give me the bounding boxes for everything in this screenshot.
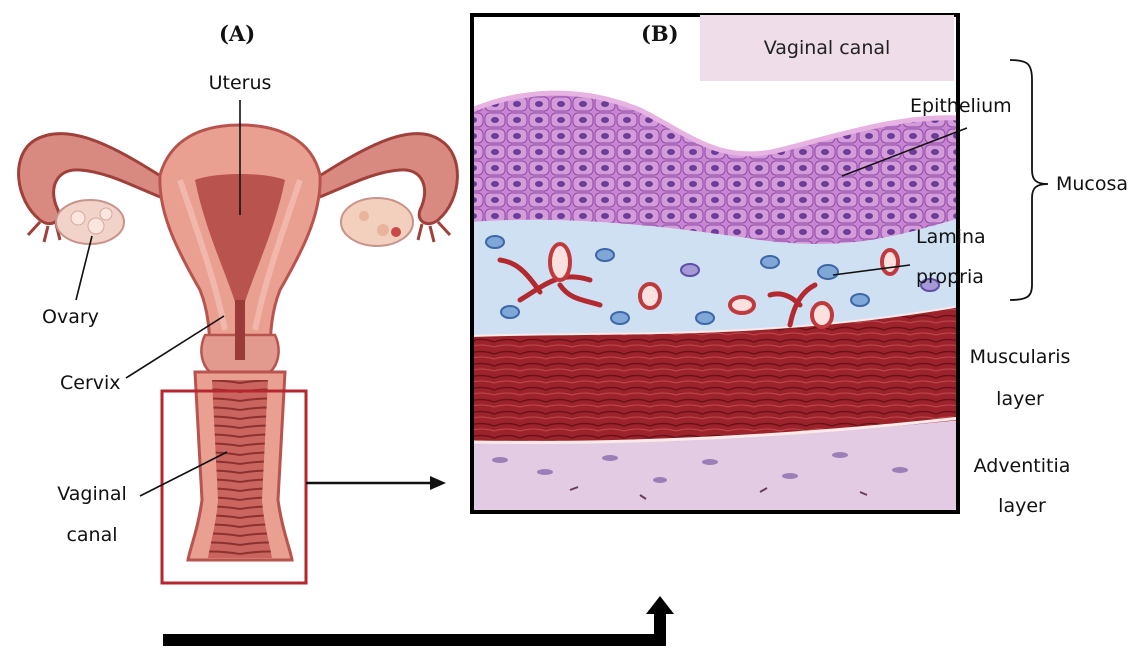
vaginal-canal-label-line1: Vaginal [57, 485, 126, 504]
epithelium-label: Epithelium [910, 97, 1012, 116]
right-ovary [341, 198, 413, 246]
lamina-propria-label-line2: propria [916, 268, 984, 287]
ovary-label: Ovary [42, 308, 99, 327]
tissue-section [472, 15, 960, 512]
mucosa-label: Mucosa [1056, 175, 1128, 194]
muscularis-label-line1: Muscularis [970, 348, 1071, 367]
adventitia-label-line1: Adventitia [974, 457, 1071, 476]
lamina-propria-label-line1: Lamina [916, 228, 986, 247]
uterus-label: Uterus [209, 74, 272, 93]
arrow-head-right [430, 476, 446, 490]
muscularis-label-line2: layer [996, 390, 1044, 409]
cervix-label: Cervix [60, 374, 121, 393]
vaginal-canal-label-line2: canal [66, 526, 117, 545]
panel-a-label: (A) [219, 23, 255, 44]
adventitia-label-line2: layer [998, 497, 1046, 516]
vaginal-canal-banner: Vaginal canal [700, 15, 954, 81]
arrow-head-up [646, 596, 674, 614]
mucosa-brace [1010, 60, 1048, 300]
bottom-elbow-arrow [163, 612, 660, 640]
panel-b-label: (B) [641, 23, 679, 44]
